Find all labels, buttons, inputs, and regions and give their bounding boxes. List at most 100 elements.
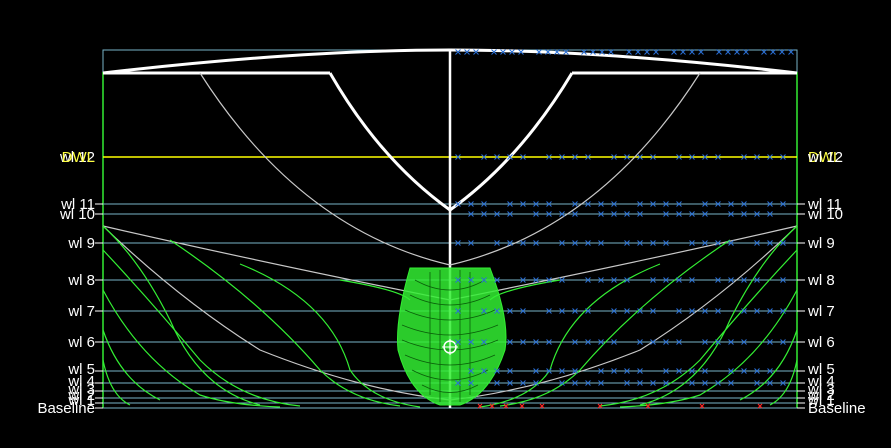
control-point-marker (507, 211, 513, 217)
control-point-marker (754, 308, 760, 314)
control-point-marker (611, 277, 617, 283)
label-right-wl3: wl 3 (807, 381, 835, 398)
control-point-marker (533, 368, 539, 374)
label-right-wl10: wl 10 (807, 206, 843, 223)
label-left-wl5: wl 5 (67, 361, 95, 378)
control-point-marker (455, 339, 461, 345)
control-point-marker (689, 49, 695, 55)
control-point-marker (572, 201, 578, 207)
control-point-marker (546, 201, 552, 207)
control-point-marker (546, 154, 552, 160)
control-point-marker (481, 211, 487, 217)
label-left-wl2: wl 2 (67, 387, 95, 404)
control-point-marker (559, 277, 565, 283)
control-point-marker (507, 368, 513, 374)
control-point-marker (481, 368, 487, 374)
station-curve-l5 (102, 289, 281, 408)
label-left-wl7: wl 7 (67, 303, 95, 320)
control-point-marker (767, 308, 773, 314)
control-point-marker (572, 368, 578, 374)
control-point-marker (481, 201, 487, 207)
control-point-marker (650, 339, 656, 345)
control-point-marker (663, 277, 669, 283)
control-point-marker (624, 277, 630, 283)
control-point-marker (598, 240, 604, 246)
control-point-marker (741, 154, 747, 160)
control-point-marker (559, 308, 565, 314)
label-left-wl6: wl 6 (67, 334, 95, 351)
label-left-wl11: wl 11 (60, 196, 95, 213)
control-point-marker (518, 49, 524, 55)
control-point-marker (780, 339, 786, 345)
control-point-marker (507, 308, 513, 314)
control-point-marker (780, 154, 786, 160)
control-point-marker (761, 49, 767, 55)
station-curve-r7 (769, 359, 798, 406)
label-left-wl3: wl 3 (67, 381, 95, 398)
midship-section (328, 72, 574, 212)
control-point-marker (644, 49, 650, 55)
station-curves (102, 225, 798, 408)
control-point-marker (689, 154, 695, 160)
control-point-marker (455, 154, 461, 160)
baseline-markers (477, 403, 763, 409)
control-point-marker (455, 277, 461, 283)
control-point-marker (702, 201, 708, 207)
control-point-marker (754, 211, 760, 217)
control-point-marker (702, 368, 708, 374)
control-point-marker (507, 201, 513, 207)
control-point-marker (728, 240, 734, 246)
control-point-marker (536, 49, 542, 55)
control-point-marker (520, 201, 526, 207)
control-point-marker (741, 201, 747, 207)
keel-fill (397, 267, 507, 406)
control-point-marker (715, 201, 721, 207)
control-point-marker (715, 240, 721, 246)
control-point-marker (559, 380, 565, 386)
control-point-marker (663, 201, 669, 207)
label-left-wl10: wl 10 (59, 206, 95, 223)
control-point-marker (520, 154, 526, 160)
control-point-marker (728, 201, 734, 207)
control-point-marker (715, 277, 721, 283)
control-point-marker (637, 308, 643, 314)
control-point-marker (767, 154, 773, 160)
control-point-marker (468, 240, 474, 246)
control-point-marker (572, 240, 578, 246)
control-point-marker (780, 277, 786, 283)
section-grey-4 (449, 225, 798, 401)
control-point-marker (507, 380, 513, 386)
control-point-marker (728, 211, 734, 217)
control-point-marker (767, 211, 773, 217)
station-curve-r1 (639, 225, 798, 406)
control-point-marker (554, 49, 560, 55)
control-point-marker (741, 339, 747, 345)
station-curve-r2 (599, 249, 798, 407)
control-point-marker (780, 201, 786, 207)
label-right-wl4: wl 4 (807, 373, 835, 390)
control-point-marker (680, 49, 686, 55)
control-point-marker (520, 380, 526, 386)
control-point-marker (507, 154, 513, 160)
control-point-marker (533, 339, 539, 345)
control-point-marker (598, 368, 604, 374)
station-curve-l1 (102, 225, 261, 406)
control-point-marker (780, 380, 786, 386)
control-point-marker (743, 49, 749, 55)
control-point-marker (650, 380, 656, 386)
control-point-marker (500, 49, 506, 55)
control-point-marker (533, 211, 539, 217)
label-right-wl6: wl 6 (807, 334, 835, 351)
control-point-marker (572, 308, 578, 314)
control-point-marker (494, 211, 500, 217)
control-point-marker (624, 308, 630, 314)
control-point-marker (689, 240, 695, 246)
control-point-marker (494, 368, 500, 374)
control-point-marker (468, 201, 474, 207)
control-point-marker (611, 201, 617, 207)
control-point-marker (626, 49, 632, 55)
control-point-marker (728, 380, 734, 386)
control-point-marker (780, 308, 786, 314)
control-point-marker (559, 240, 565, 246)
